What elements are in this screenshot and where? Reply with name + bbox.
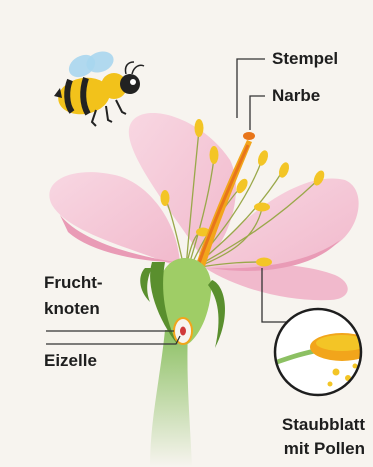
flower-stem — [150, 330, 192, 467]
label-narbe: Narbe — [272, 85, 320, 107]
label-stempel: Stempel — [272, 48, 338, 70]
label-staubblatt-line1: Staubblatt — [282, 414, 365, 436]
label-fruchtknoten-line2: knoten — [44, 298, 100, 320]
bee-icon — [54, 48, 144, 126]
egg-cell — [180, 327, 186, 336]
label-eizelle: Eizelle — [44, 350, 97, 372]
label-staubblatt-line2: mit Pollen — [284, 438, 365, 460]
stigma — [243, 132, 255, 140]
label-fruchtknoten-line1: Frucht- — [44, 272, 103, 294]
